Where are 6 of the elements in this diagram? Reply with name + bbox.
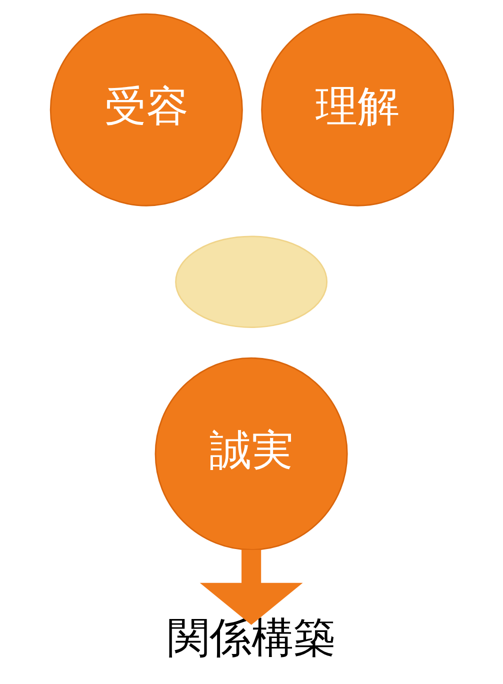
node-text: 関係構築 <box>166 612 335 662</box>
node-ellipse <box>174 236 328 328</box>
node-circle: 理解 <box>260 13 454 206</box>
node-circle: 受容 <box>49 13 242 206</box>
node-circle: 誠実 <box>154 357 348 550</box>
arrow <box>199 550 302 625</box>
